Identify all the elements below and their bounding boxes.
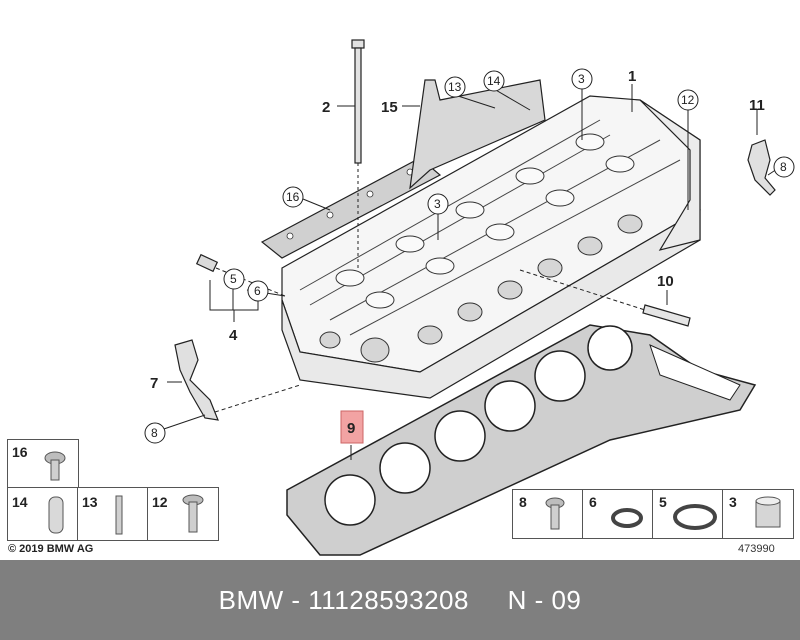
callout-6: 6	[247, 280, 269, 302]
svg-text:2: 2	[322, 99, 330, 116]
legend-num-16: 16	[12, 444, 28, 460]
svg-text:11: 11	[749, 97, 765, 114]
cylinder-head-gasket	[286, 324, 757, 556]
legend-num-14: 14	[12, 494, 28, 510]
legend-num-8: 8	[519, 494, 527, 510]
svg-text:16: 16	[286, 190, 300, 204]
callout-10: 10	[657, 273, 674, 290]
bolt-icon	[44, 451, 66, 481]
legend-num-3: 3	[729, 494, 737, 510]
diagram-number: 473990	[738, 543, 775, 555]
svg-text:5: 5	[230, 272, 237, 286]
callout-15: 15	[381, 99, 398, 116]
part-number-caption: BMW - 11128593208 N - 09	[218, 584, 582, 615]
callout-7: 7	[150, 375, 158, 392]
svg-text:15: 15	[381, 99, 398, 116]
svg-text:14: 14	[487, 74, 501, 88]
svg-text:10: 10	[657, 273, 674, 290]
callout-4: 4	[229, 327, 238, 344]
callout-2: 2	[322, 99, 330, 116]
legend-cell-8: 8	[512, 489, 584, 539]
callout-9-highlighted: 9	[340, 410, 364, 444]
dowel-pin-icon	[48, 496, 64, 534]
bracket-right	[747, 139, 776, 196]
legend-num-13: 13	[82, 494, 98, 510]
bolt-icon	[545, 497, 565, 530]
svg-text:12: 12	[681, 93, 695, 107]
stud-icon	[115, 495, 123, 535]
callout-13: 13	[444, 76, 466, 98]
svg-text:7: 7	[150, 375, 158, 392]
o-ring-icon	[611, 508, 643, 528]
legend-num-5: 5	[659, 494, 667, 510]
legend-num-6: 6	[589, 494, 597, 510]
cylinder-head	[281, 95, 701, 399]
legend-cell-13: 13	[77, 487, 149, 541]
svg-text:9: 9	[347, 420, 355, 437]
callout-8b: 8	[773, 156, 795, 178]
svg-text:13: 13	[448, 80, 462, 94]
svg-text:4: 4	[229, 327, 238, 344]
intake-gasket-strip	[260, 157, 442, 259]
copyright-text: © 2019 BMW AG	[8, 543, 94, 555]
svg-text:3: 3	[434, 197, 441, 211]
exploded-parts-diagram: 1 2 3 3 4 5 6 7 8 8 9 10 11 12 13 14 15 …	[144, 39, 795, 556]
svg-text:8: 8	[780, 160, 787, 174]
sleeve-icon	[755, 496, 781, 528]
callout-1: 1	[628, 68, 636, 85]
flange-bolt-icon	[182, 494, 204, 533]
legend-cell-6: 6	[582, 489, 654, 539]
legend-cell-3: 3	[722, 489, 794, 539]
callout-11: 11	[749, 97, 765, 114]
bracket-left	[174, 339, 301, 421]
svg-text:6: 6	[254, 284, 261, 298]
callout-14: 14	[483, 70, 505, 92]
legend-cell-16: 16	[7, 439, 79, 489]
glow-plug	[519, 269, 691, 327]
callout-16: 16	[282, 186, 304, 208]
callout-5: 5	[223, 268, 245, 290]
callout-3b: 3	[427, 193, 449, 215]
footer-bar: BMW - 11128593208 N - 09	[0, 560, 800, 640]
callout-3a: 3	[571, 68, 593, 90]
svg-text:8: 8	[151, 426, 158, 440]
callout-12: 12	[677, 89, 699, 111]
sensor-part	[195, 253, 286, 297]
legend-num-12: 12	[152, 494, 168, 510]
legend-cell-12: 12	[147, 487, 219, 541]
svg-text:3: 3	[578, 72, 585, 86]
legend-cell-5: 5	[652, 489, 724, 539]
callout-8a: 8	[144, 422, 166, 444]
legend-cell-14: 14	[7, 487, 79, 541]
svg-text:1: 1	[628, 68, 636, 85]
seal-ring-icon	[673, 504, 717, 530]
